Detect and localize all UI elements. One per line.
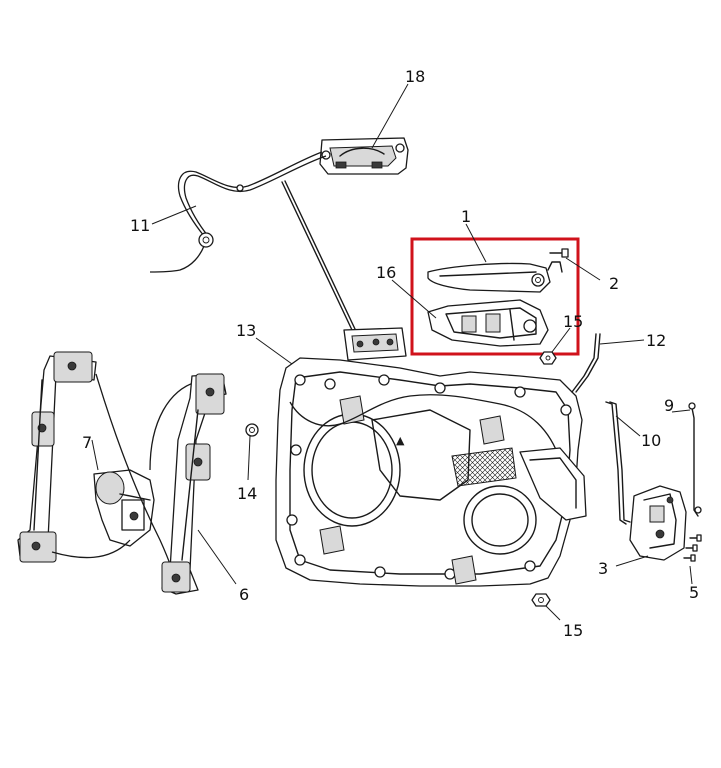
part-7-regulator-motor bbox=[93, 469, 155, 547]
callout-1: 1 bbox=[461, 207, 471, 226]
panel-embossed-mark: ▲ bbox=[396, 434, 405, 447]
part-9-rod bbox=[688, 402, 702, 517]
part-10-link-rod bbox=[605, 401, 631, 525]
part-2-screw bbox=[549, 248, 569, 258]
latch-bracket bbox=[343, 327, 407, 361]
part-1-exterior-handle bbox=[427, 261, 563, 293]
callout-10: 10 bbox=[641, 431, 661, 450]
part-13-door-module-panel: ▲ bbox=[275, 357, 587, 587]
callout-labels: 18 11 1 16 2 13 15 12 7 14 9 10 6 3 5 15 bbox=[82, 67, 699, 640]
regulator-rail-left bbox=[17, 351, 97, 563]
callout-7: 7 bbox=[82, 433, 92, 452]
callout-15-top: 15 bbox=[563, 312, 583, 331]
callout-14: 14 bbox=[237, 484, 257, 503]
part-15-nut-bottom bbox=[531, 593, 551, 607]
callout-11: 11 bbox=[130, 216, 150, 235]
part-14-grommet bbox=[245, 423, 259, 437]
leader-lines bbox=[91, 83, 693, 621]
highlight-box bbox=[410, 237, 580, 356]
callout-6: 6 bbox=[239, 585, 249, 604]
callout-3: 3 bbox=[598, 559, 608, 578]
part-16-handle-carrier bbox=[427, 299, 549, 347]
callout-16: 16 bbox=[376, 263, 396, 282]
part-5-screws bbox=[683, 534, 702, 562]
part-6-regulator-rail bbox=[161, 373, 227, 595]
callout-18: 18 bbox=[405, 67, 425, 86]
part-11-cable bbox=[149, 151, 327, 273]
part-15-nut-top bbox=[539, 351, 557, 365]
callout-12: 12 bbox=[646, 331, 666, 350]
part-12-rod bbox=[571, 333, 601, 393]
callout-15-bottom: 15 bbox=[563, 621, 583, 640]
callout-5: 5 bbox=[689, 583, 699, 602]
part-3-door-latch bbox=[629, 485, 687, 561]
part-18-interior-handle bbox=[319, 137, 409, 175]
callout-9: 9 bbox=[664, 396, 674, 415]
callout-2: 2 bbox=[609, 274, 619, 293]
handle-rod bbox=[281, 180, 356, 331]
callout-13: 13 bbox=[236, 321, 256, 340]
